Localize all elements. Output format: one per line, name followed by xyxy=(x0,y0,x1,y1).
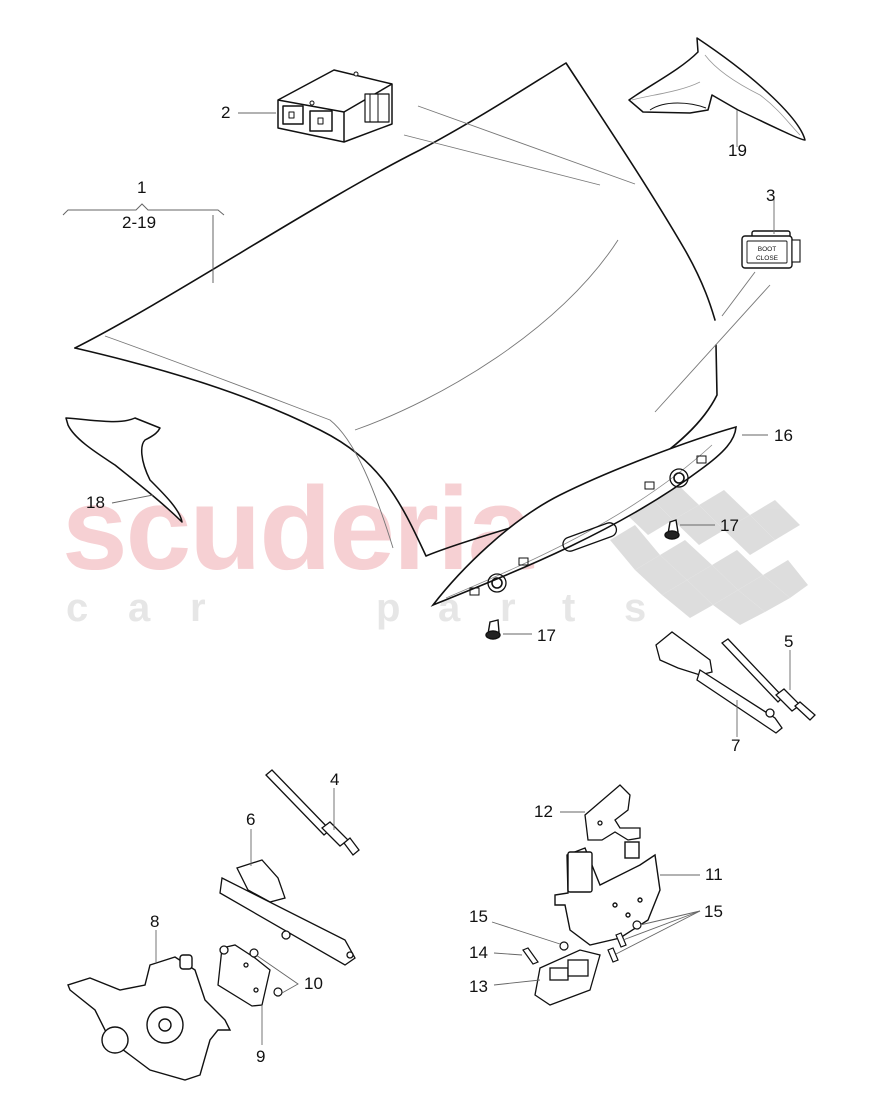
gas-strut-4 xyxy=(265,769,360,856)
callout-6: 6 xyxy=(246,810,256,829)
callout-13: 13 xyxy=(469,977,488,996)
striker-13 xyxy=(534,949,601,1006)
callout-18: 18 xyxy=(86,493,105,512)
watermark-letter: r xyxy=(190,586,206,630)
watermark-letter: t xyxy=(562,586,576,630)
screws-15 xyxy=(559,920,642,963)
callout-11: 11 xyxy=(705,865,723,884)
callout-7: 7 xyxy=(731,736,741,755)
boot-close-switch-3: BOOT CLOSE xyxy=(741,230,801,269)
buffer-17b xyxy=(485,619,501,640)
callout-16: 16 xyxy=(774,426,793,445)
cover-plate-9 xyxy=(217,944,271,1007)
callout-17a: 17 xyxy=(720,516,739,535)
callout-3: 3 xyxy=(766,186,776,205)
bolt-14 xyxy=(522,947,539,965)
bracket-12 xyxy=(584,784,641,841)
switch-text-close: CLOSE xyxy=(756,255,779,262)
trim-left-18 xyxy=(65,417,183,523)
callout-15b: 15 xyxy=(704,902,723,921)
callout-9: 9 xyxy=(256,1047,266,1066)
hinge-6 xyxy=(219,859,356,966)
drive-motor-8 xyxy=(67,954,232,1081)
switch-text-boot: BOOT xyxy=(758,246,776,253)
callout-5: 5 xyxy=(784,632,794,651)
callout-4: 4 xyxy=(330,770,340,789)
callout-2: 2 xyxy=(221,103,231,122)
watermark-letter: c xyxy=(66,586,89,630)
boot-lid-outline xyxy=(74,62,716,349)
gas-strut-5 xyxy=(720,638,816,721)
callout-12: 12 xyxy=(534,802,553,821)
callout-8: 8 xyxy=(150,912,160,931)
hinge-7 xyxy=(655,631,783,734)
control-unit-2 xyxy=(277,69,393,143)
callout-leaders xyxy=(111,110,791,1045)
callout-1: 1 xyxy=(137,178,147,197)
trim-right-19 xyxy=(628,37,806,141)
callout-15a: 15 xyxy=(469,907,488,926)
watermark-scuderia: scuderia xyxy=(62,463,533,595)
watermark-letter: a xyxy=(128,586,151,630)
callout-14: 14 xyxy=(469,943,488,962)
callout-10: 10 xyxy=(304,974,323,993)
buffer-17a xyxy=(664,519,680,540)
callout-range: 2-19 xyxy=(122,213,157,232)
trim-panel-16 xyxy=(430,425,737,607)
watermark-letter: r xyxy=(500,586,516,630)
lock-11 xyxy=(554,841,661,946)
watermark-letter: s xyxy=(624,586,647,630)
watermark-letter: p xyxy=(376,586,401,630)
callout-17b: 17 xyxy=(537,626,556,645)
group-bracket xyxy=(62,203,225,283)
callout-19: 19 xyxy=(728,141,747,160)
